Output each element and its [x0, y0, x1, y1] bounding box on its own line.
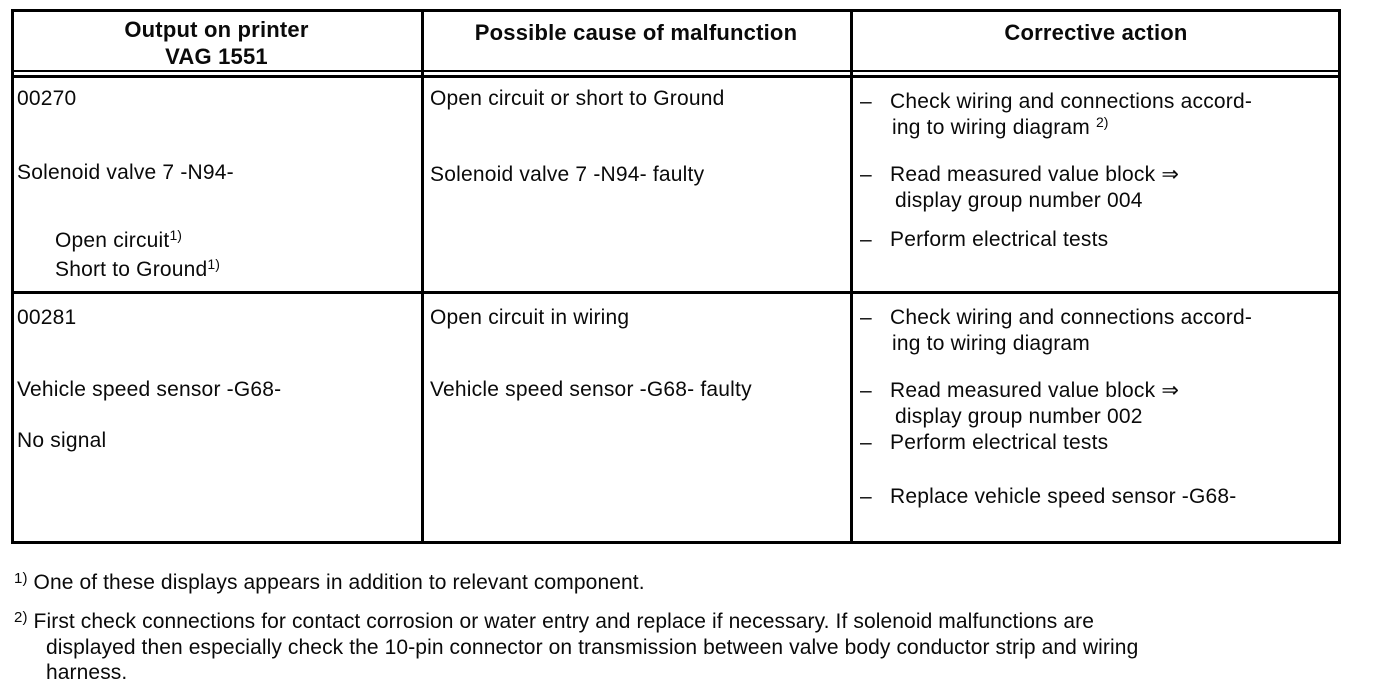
row2-fault-code: 00281 [17, 306, 77, 329]
row2-action-4: – Replace vehicle speed sensor -G68- [860, 484, 1236, 510]
footnote-2-line3: harness. [46, 661, 128, 684]
action-dash-icon: – [860, 485, 872, 508]
row1-display-2: Short to Ground1) [55, 256, 220, 284]
action-dash-icon: – [860, 306, 872, 329]
row1-display-2-footnote-ref: 1) [207, 256, 220, 272]
header-possible-cause: Possible cause of malfunction [474, 20, 798, 45]
row1-display-1-footnote-ref: 1) [169, 227, 182, 243]
row2-action-4-line1: Replace vehicle speed sensor -G68- [890, 485, 1237, 508]
row1-action-1-line2: ing to wiring diagram [892, 116, 1090, 139]
row1-display-1: Open circuit1) [55, 227, 182, 255]
column-divider-1 [421, 9, 424, 544]
row-divider [11, 291, 1341, 294]
row1-display-2-text: Short to Ground [55, 258, 208, 281]
action-dash-icon: – [860, 379, 872, 402]
row2-action-3-line1: Perform electrical tests [890, 431, 1109, 454]
action-dash-icon: – [860, 228, 872, 251]
footnote-2-line2: displayed then especially check the 10-p… [46, 636, 1139, 659]
footnote-1-text: One of these displays appears in additio… [33, 571, 645, 594]
row2-cause-2: Vehicle speed sensor -G68- faulty [430, 378, 752, 401]
row2-action-2-line2: display group number 002 [895, 405, 1143, 428]
row2-cause-1: Open circuit in wiring [430, 306, 630, 329]
row1-cause-2: Solenoid valve 7 -N94- faulty [430, 163, 705, 186]
action-dash-icon: – [860, 163, 872, 186]
action-dash-icon: – [860, 431, 872, 454]
header-double-rule-top [11, 70, 1341, 72]
footnote-2-line1: 2) First check connections for contact co… [14, 609, 1094, 636]
row1-display-1-text: Open circuit [55, 229, 170, 252]
row2-action-1-line2: ing to wiring diagram [892, 332, 1090, 355]
row1-action-2: – Read measured value block ⇒ [860, 162, 1179, 188]
row2-action-2-line1: Read measured value block ⇒ [890, 379, 1180, 402]
table-border [11, 9, 1341, 544]
row2-action-3: – Perform electrical tests [860, 430, 1108, 456]
footnote-1: 1) One of these displays appears in addit… [14, 570, 645, 597]
row1-action-3-line1: Perform electrical tests [890, 228, 1109, 251]
row1-cause-1: Open circuit or short to Ground [430, 87, 725, 110]
row1-fault-code: 00270 [17, 87, 77, 110]
row2-component: Vehicle speed sensor -G68- [17, 378, 282, 401]
footnote-2-marker: 2) [14, 609, 28, 626]
row2-action-1-line1: Check wiring and connections accord- [890, 306, 1253, 329]
footnote-1-marker: 1) [14, 570, 28, 587]
footnote-2-text-line1: First check connections for contact corr… [33, 610, 1094, 633]
header-output-printer-line1: Output on printer [124, 17, 309, 42]
row2-signal: No signal [17, 429, 107, 452]
row1-action-1-footnote-ref: 2) [1096, 114, 1109, 130]
row1-action-1-line1: Check wiring and connections accord- [890, 90, 1253, 113]
header-output-printer: Output on printer VAG 1551 [14, 16, 419, 70]
action-dash-icon: – [860, 90, 872, 113]
header-double-rule-bottom [11, 75, 1341, 78]
column-divider-2 [850, 9, 853, 544]
row1-component: Solenoid valve 7 -N94- [17, 161, 234, 184]
row1-action-2-line1: Read measured value block ⇒ [890, 163, 1180, 186]
row2-action-2: – Read measured value block ⇒ [860, 378, 1179, 404]
row2-action-1: – Check wiring and connections accord- [860, 305, 1252, 331]
row1-action-1-line2-wrap: ing to wiring diagram 2) [892, 114, 1109, 142]
row1-action-1: – Check wiring and connections accord- [860, 89, 1252, 115]
header-corrective-action: Corrective action [1004, 20, 1188, 45]
row1-action-3: – Perform electrical tests [860, 227, 1108, 253]
row1-action-2-line2: display group number 004 [895, 189, 1143, 212]
header-output-printer-line2: VAG 1551 [165, 44, 268, 69]
